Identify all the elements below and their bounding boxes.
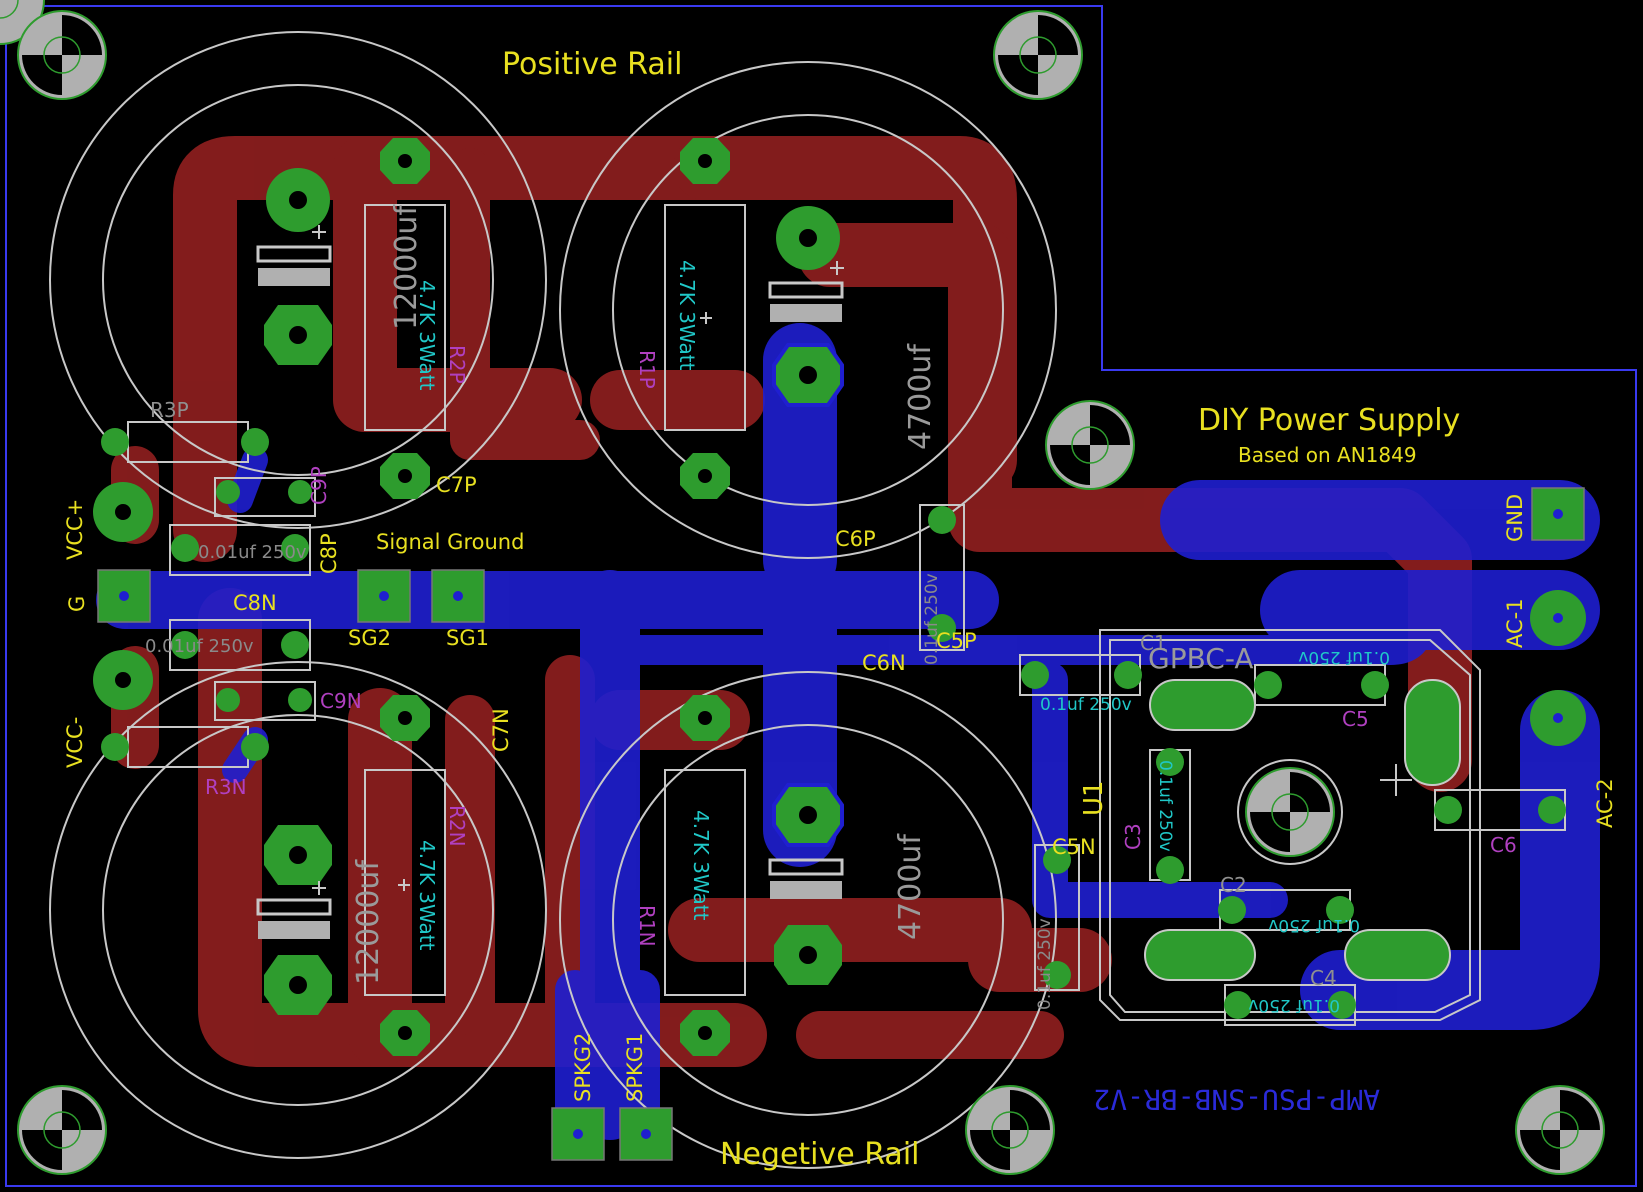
label-r2n: R2N [445, 805, 469, 847]
negative-rail-title: Negetive Rail [720, 1137, 919, 1172]
label-c9p: C9P [307, 466, 331, 505]
board-outline [5, 5, 1637, 1187]
label-vcc-minus: VCC- [63, 717, 87, 768]
value-r1n: 4.7K 3Watt [689, 810, 713, 921]
value-c6n-4700: 4700uf [893, 833, 928, 940]
value-c1: 0.1uf 250v [1040, 695, 1132, 715]
diy-title: DIY Power Supply [1198, 403, 1460, 438]
cap-polarity-marks [256, 245, 844, 939]
label-gpbc: GPBC-A [1148, 642, 1254, 675]
label-c9n: C9N [320, 689, 362, 713]
label-spkg2: SPKG2 [571, 1033, 595, 1102]
label-ac1: AC-1 [1503, 598, 1527, 648]
label-spkg1: SPKG1 [623, 1033, 647, 1102]
label-c1: C1 [1140, 631, 1167, 655]
label-r2p: R2P [445, 345, 469, 384]
value-c6p-4700: 4700uf [903, 343, 938, 450]
pads-layer [93, 138, 1586, 1161]
value-c4: 0.1uf 250v [1248, 995, 1340, 1015]
based-on-subtitle: Based on AN1849 [1238, 443, 1417, 467]
label-c2: C2 [1220, 873, 1247, 897]
value-c8n-film: 0.01uf 250v [145, 636, 254, 657]
label-r3n: R3N [205, 775, 247, 799]
label-u1: U1 [1079, 780, 1109, 816]
value-c3: 0.1uf 250v [1155, 760, 1175, 852]
value-c5n: 0.1uf 250v [1035, 918, 1055, 1010]
label-sg1: SG1 [446, 626, 489, 650]
value-c8n-12000: 12000uf [351, 859, 386, 985]
value-c5p: 0.1uf 250v [922, 573, 942, 665]
label-r3p: R3P [150, 398, 189, 422]
label-sg2: SG2 [348, 626, 391, 650]
label-r1p: R1P [635, 350, 659, 389]
label-c4: C4 [1310, 966, 1337, 990]
value-c8p-12000: 12000uf [389, 204, 424, 330]
value-c8p-film: 0.01uf 250v [198, 542, 307, 563]
label-c6p: C6P [835, 527, 876, 551]
mounting-holes [0, 0, 1605, 1175]
plus-marks [312, 225, 1412, 895]
value-r1p: 4.7K 3Watt [675, 260, 699, 371]
label-c3: C3 [1121, 823, 1145, 850]
value-c2: 0.1uf 250v [1268, 915, 1360, 935]
label-c5: C5 [1342, 707, 1369, 731]
signal-ground-label: Signal Ground [376, 530, 524, 554]
value-r2n: 4.7K 3Watt [415, 840, 439, 951]
label-vcc-plus: VCC+ [63, 499, 87, 560]
label-c8p: C8P [317, 533, 341, 574]
label-c7n: C7N [489, 708, 513, 752]
value-r2p: 4.7K 3Watt [415, 280, 439, 391]
label-c5p: C5P [936, 629, 977, 653]
value-c5: 0.1uf 250v [1298, 647, 1390, 667]
label-c7p: C7P [436, 473, 477, 497]
positive-rail-title: Positive Rail [502, 47, 682, 82]
label-ac2: AC-2 [1593, 778, 1617, 828]
label-g: G [65, 596, 89, 612]
label-c5n: C5N [1052, 835, 1096, 859]
label-c6n: C6N [862, 651, 906, 675]
label-c6: C6 [1490, 833, 1517, 857]
label-r1n: R1N [635, 905, 659, 947]
label-c8n: C8N [233, 591, 277, 615]
label-gnd: GND [1503, 494, 1527, 542]
board-code: AMP-PSU-SNB-BR-V2 [1093, 1083, 1380, 1116]
